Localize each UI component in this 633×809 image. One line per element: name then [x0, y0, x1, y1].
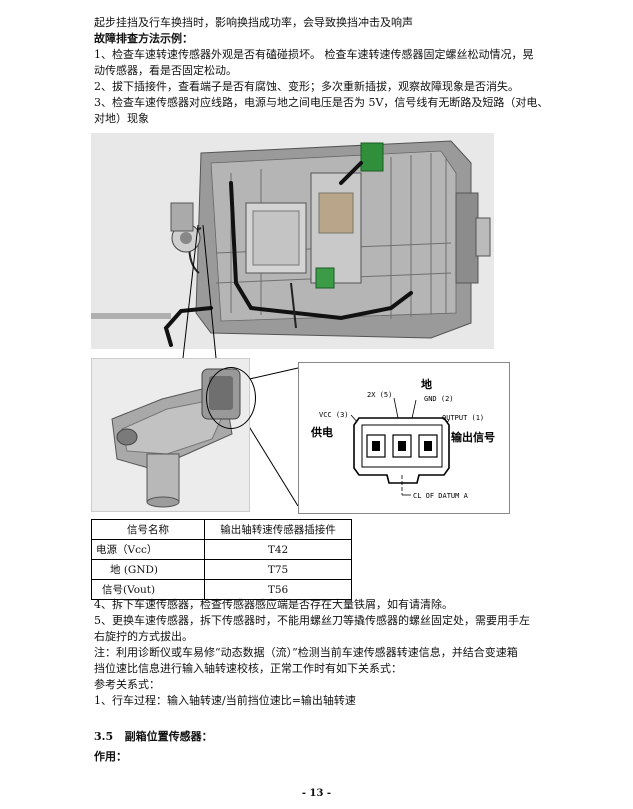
table-header: 信号名称: [91, 519, 205, 540]
paragraph-line: 参考关系式：: [94, 678, 160, 691]
paragraph-line: 注：利用诊断仪或车易修“动态数据（流）”检测当前车速传感器转速信息，并结合变速箱: [94, 646, 518, 659]
table-header: 输出轴转速传感器插接件: [204, 519, 352, 540]
pin-cell: T56: [204, 579, 352, 600]
paragraph-line: 右旋拧的方式拔出。: [94, 630, 193, 643]
paragraph-line: 3、检查车速传感器对应线路，电源与地之间电压是否为 5V，信号线有无断路及短路（…: [94, 96, 549, 109]
label-gnd: GND (2): [424, 395, 454, 403]
transmission-illustration: [91, 133, 494, 349]
transmission-image: [91, 133, 494, 349]
page-number: - 13 -: [301, 788, 332, 799]
label-vcc: VCC (3): [319, 411, 349, 419]
label-output: OUTPUT (1): [442, 414, 484, 422]
subheading-role: 作用：: [94, 750, 127, 763]
sensor-image: [91, 358, 256, 512]
paragraph-line: 动传感器，看是否固定松动。: [94, 64, 237, 77]
label-datum: CL OF DATUM A: [413, 492, 469, 500]
table-row: 地 (GND) T75: [91, 559, 352, 580]
pinout-drawing: 2X (5) 地 GND (2) VCC (3) OUTPUT (1) 供电 输…: [310, 377, 495, 500]
signal-name-cell: 地 (GND): [91, 559, 205, 580]
section-heading-troubleshooting: 故障排查方法示例：: [94, 32, 193, 45]
table-row: 电源（Vcc） T42: [91, 539, 352, 560]
paragraph-line: 挡位速比信息进行输入轴转速校核，正常工作时有如下关系式：: [94, 662, 402, 675]
section-heading: 3.5 副箱位置传感器：: [94, 730, 213, 743]
pin-table: 信号名称 输出轴转速传感器插接件 电源（Vcc） T42 地 (GND) T75…: [91, 519, 352, 600]
paragraph-line: 对地）现象: [94, 112, 149, 125]
pin-cell: T42: [204, 539, 352, 560]
table-row: 信号(Vout) T56: [91, 579, 352, 600]
label-2x5: 2X (5): [367, 391, 392, 399]
table-header-row: 信号名称 输出轴转速传感器插接件: [91, 519, 352, 540]
label-power-cn: 供电: [310, 425, 333, 439]
pin-cell: T75: [204, 559, 352, 580]
paragraph-line: 1、行车过程：输入轴转速/当前挡位速比=输出轴转速: [94, 694, 356, 707]
paragraph-line: 5、更换车速传感器，拆下传感器时，不能用螺丝刀等撬传感器的螺丝固定处，需要用手左: [94, 614, 530, 627]
paragraph-line: 起步挂挡及行车换挡时，影响换挡成功率，会导致换挡冲击及响声: [94, 16, 413, 29]
highlight-circle: [206, 367, 256, 429]
paragraph-line: 1、检查车速转速传感器外观是否有磕碰损坏。 检查车速转速传感器固定螺丝松动情况，…: [94, 48, 534, 61]
paragraph-line: 4、拆下车速传感器，检查传感器感应端是否存在大量铁屑，如有请清除。: [94, 598, 453, 611]
signal-name-cell: 电源（Vcc）: [91, 539, 205, 560]
connector-pinout-diagram: 2X (5) 地 GND (2) VCC (3) OUTPUT (1) 供电 输…: [298, 362, 510, 514]
label-ground-cn: 地: [421, 377, 432, 391]
paragraph-line: 2、拔下插接件，查看端子是否有腐蚀、变形；多次重新插拔，观察故障现象是否消失。: [94, 80, 519, 93]
label-output-cn: 输出信号: [451, 430, 495, 444]
signal-name-cell: 信号(Vout): [91, 579, 205, 600]
